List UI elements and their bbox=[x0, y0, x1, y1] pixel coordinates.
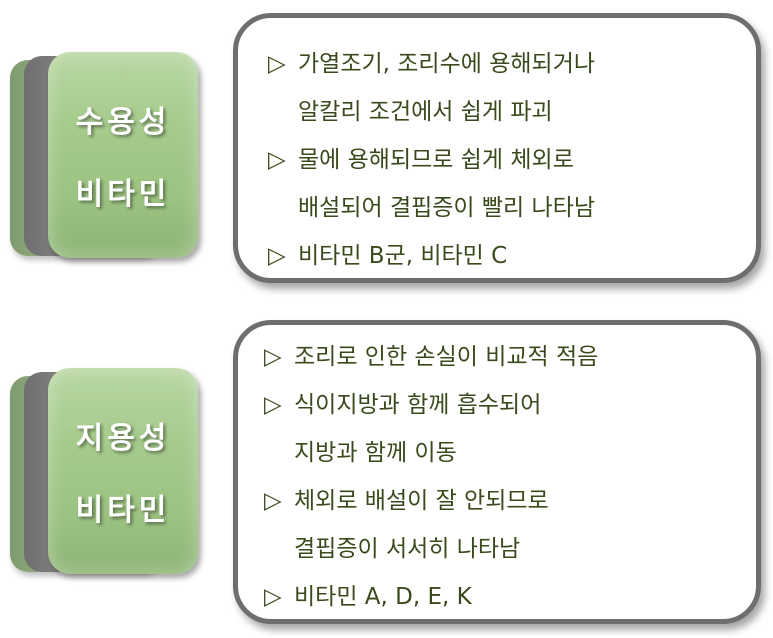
triangle-bullet-icon: ▷ bbox=[264, 488, 282, 514]
fat-soluble-label: 지용성 비타민 bbox=[48, 368, 198, 574]
list-item: ▷ 물에 용해되므로 쉽게 체외로 배설되어 결핍증이 빨리 나타남 bbox=[268, 136, 740, 232]
triangle-bullet-icon: ▷ bbox=[268, 243, 286, 269]
list-item: ▷ 비타민 A, D, E, K bbox=[264, 573, 740, 621]
triangle-bullet-icon: ▷ bbox=[268, 51, 286, 77]
list-item: ▷ 비타민 B군, 비타민 C bbox=[268, 232, 740, 280]
list-item: ▷ 조리로 인한 손실이 비교적 적음 bbox=[264, 333, 740, 381]
list-item-line: 지방과 함께 이동 bbox=[294, 440, 457, 466]
list-item: ▷ 체외로 배설이 잘 안되므로 결핍증이 서서히 나타남 bbox=[264, 477, 740, 573]
list-item-line: 조리로 인한 손실이 비교적 적음 bbox=[294, 344, 599, 370]
list-item-line: 체외로 배설이 잘 안되므로 bbox=[294, 488, 549, 514]
fat-soluble-label-block: 지용성 비타민 bbox=[10, 368, 200, 578]
list-item-line: 가열조기, 조리수에 용해되거나 bbox=[298, 51, 596, 77]
list-item-line: 비타민 A, D, E, K bbox=[294, 584, 472, 610]
label-line-1: 지용성 bbox=[75, 421, 171, 456]
water-soluble-info-box: ▷ 가열조기, 조리수에 용해되거나 알칼리 조건에서 쉽게 파괴 ▷ 물에 용해되… bbox=[233, 13, 761, 283]
label-line-1: 수용성 bbox=[75, 105, 171, 140]
water-soluble-bullet-list: ▷ 가열조기, 조리수에 용해되거나 알칼리 조건에서 쉽게 파괴 ▷ 물에 용해되… bbox=[268, 40, 740, 280]
triangle-bullet-icon: ▷ bbox=[268, 147, 286, 173]
list-item-line: 결핍증이 서서히 나타남 bbox=[294, 536, 521, 562]
water-soluble-label-block: 수용성 비타민 bbox=[10, 52, 200, 262]
list-item-line: 물에 용해되므로 쉽게 체외로 bbox=[298, 147, 574, 173]
water-soluble-label: 수용성 비타민 bbox=[48, 52, 198, 258]
fat-soluble-info-box: ▷ 조리로 인한 손실이 비교적 적음 ▷ 식이지방과 함께 흡수되어 지방과 함께… bbox=[233, 320, 761, 624]
list-item-line: 식이지방과 함께 흡수되어 bbox=[294, 392, 542, 418]
list-item: ▷ 가열조기, 조리수에 용해되거나 알칼리 조건에서 쉽게 파괴 bbox=[268, 40, 740, 136]
triangle-bullet-icon: ▷ bbox=[264, 584, 282, 610]
list-item: ▷ 식이지방과 함께 흡수되어 지방과 함께 이동 bbox=[264, 381, 740, 477]
list-item-line: 알칼리 조건에서 쉽게 파괴 bbox=[298, 99, 553, 125]
label-line-2: 비타민 bbox=[75, 493, 171, 528]
list-item-line: 비타민 B군, 비타민 C bbox=[298, 243, 508, 269]
label-line-2: 비타민 bbox=[75, 177, 171, 212]
triangle-bullet-icon: ▷ bbox=[264, 344, 282, 370]
fat-soluble-bullet-list: ▷ 조리로 인한 손실이 비교적 적음 ▷ 식이지방과 함께 흡수되어 지방과 함께… bbox=[264, 333, 740, 621]
triangle-bullet-icon: ▷ bbox=[264, 392, 282, 418]
list-item-line: 배설되어 결핍증이 빨리 나타남 bbox=[298, 195, 596, 221]
